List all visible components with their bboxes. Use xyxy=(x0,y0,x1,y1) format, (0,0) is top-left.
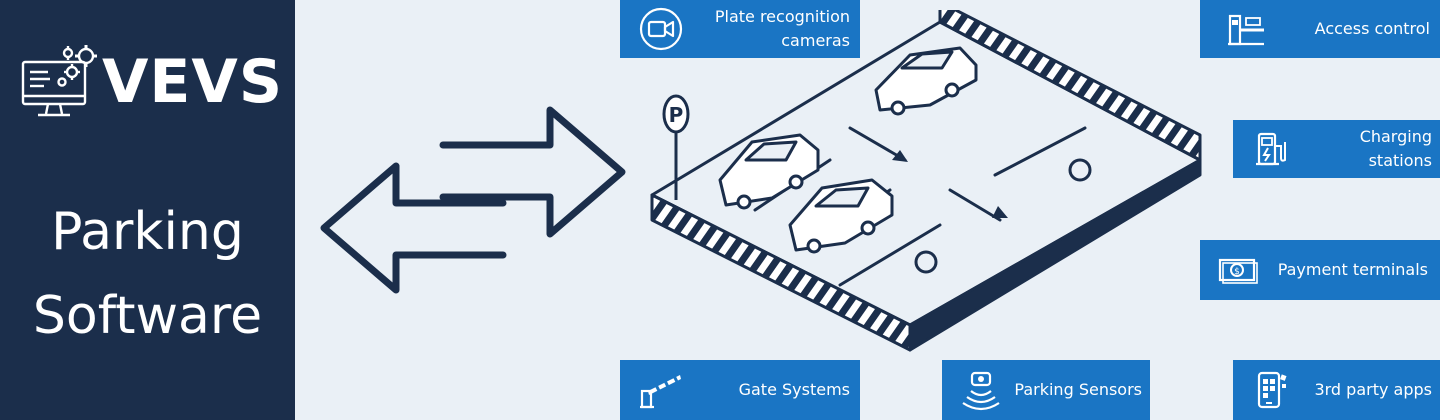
svg-text:$: $ xyxy=(1234,267,1240,277)
plate-recognition-line-2: cameras xyxy=(781,31,850,50)
sensor-signal-icon xyxy=(958,367,1004,413)
payment-terminals-badge[interactable]: $ Payment terminals xyxy=(1200,240,1440,300)
title-line-1: Parking xyxy=(51,202,244,262)
logo-wordmark: VEVS xyxy=(102,47,284,117)
mobile-apps-icon xyxy=(1249,367,1295,413)
access-control-badge[interactable]: Access control xyxy=(1200,0,1440,58)
charging-stations-label: Charging stations xyxy=(1359,127,1432,170)
access-control-label: Access control xyxy=(1314,19,1430,38)
third-party-apps-badge[interactable]: 3rd party apps xyxy=(1233,360,1440,420)
plate-recognition-cameras-badge[interactable]: Plate recognition cameras xyxy=(620,0,860,58)
parking-sign-letter: P xyxy=(669,103,684,127)
video-camera-icon xyxy=(638,6,684,52)
charging-stations-badge[interactable]: Charging stations xyxy=(1233,120,1440,178)
data-exchange-arrows xyxy=(318,100,628,300)
title-line-2: Software xyxy=(32,286,263,346)
parking-lot-illustration: P xyxy=(640,0,1220,360)
plate-recognition-label: Plate recognition cameras xyxy=(684,5,850,53)
payment-terminals-label: Payment terminals xyxy=(1277,260,1428,279)
car-top xyxy=(874,46,978,116)
car-left xyxy=(718,133,820,210)
vevs-logo[interactable]: VEVS xyxy=(20,42,283,122)
boom-barrier-icon xyxy=(636,367,682,413)
monitor-gears-icon xyxy=(20,42,100,122)
gate-systems-badge[interactable]: Gate Systems xyxy=(620,360,860,420)
gate-systems-label: Gate Systems xyxy=(738,380,850,399)
ev-charger-icon xyxy=(1249,126,1295,172)
barrier-gate-icon xyxy=(1222,6,1268,52)
banknote-icon: $ xyxy=(1214,247,1260,293)
parking-sensors-badge[interactable]: Parking Sensors xyxy=(942,360,1150,420)
parking-sensors-label: Parking Sensors xyxy=(1014,380,1142,399)
third-party-apps-label: 3rd party apps xyxy=(1314,380,1432,399)
page-title: Parking Software xyxy=(0,190,295,358)
plate-recognition-line-1: Plate recognition xyxy=(714,7,850,26)
car-middle xyxy=(788,178,894,254)
brand-panel: VEVS Parking Software xyxy=(0,0,295,420)
